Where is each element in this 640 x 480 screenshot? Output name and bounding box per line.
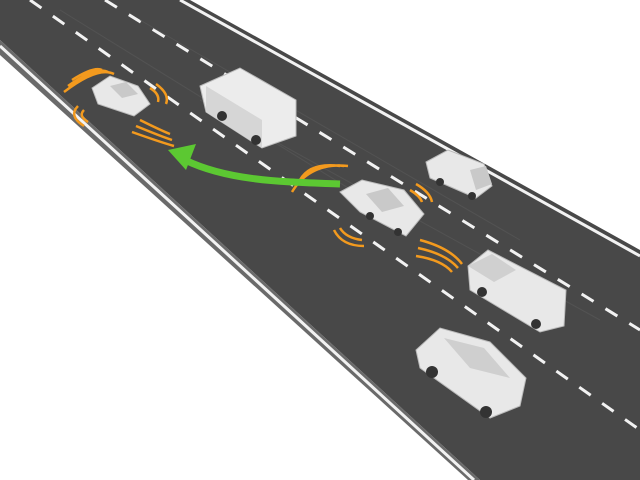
lane-divider-dashed-1: [29, 0, 640, 432]
road-shoulder: [0, 40, 480, 480]
pickup-truck: [467, 249, 567, 333]
van-right-lane: [425, 149, 493, 200]
car-ahead: [91, 75, 151, 117]
road-edge-line-right: [179, 0, 640, 258]
truck: [199, 67, 297, 149]
sensor-waves: [63, 67, 463, 273]
lane-divider-dashed-2: [104, 0, 640, 332]
minivan-rear: [415, 327, 527, 419]
arrow-head-icon: [168, 144, 196, 170]
road-edge-line-left: [0, 44, 476, 480]
lane-change-arrow: [183, 156, 341, 188]
ego-car: [339, 179, 425, 237]
